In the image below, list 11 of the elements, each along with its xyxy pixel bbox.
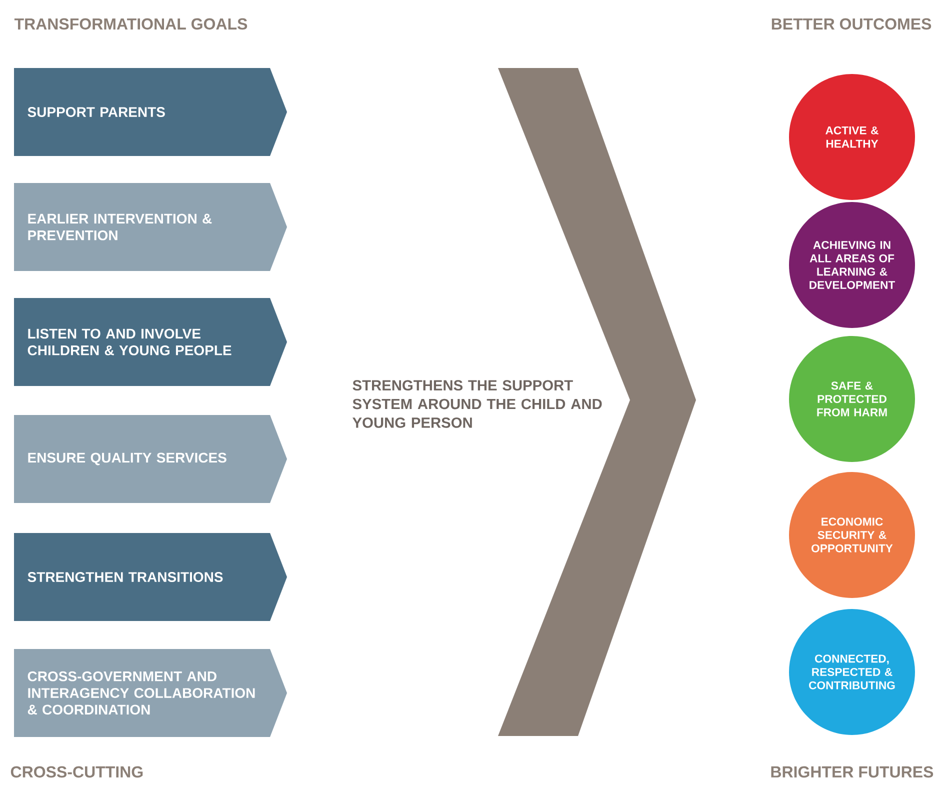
- goal-banner: LISTEN TO AND INVOLVE CHILDREN & YOUNG PEOPLE: [14, 298, 287, 386]
- goal-banner: SUPPORT PARENTS: [14, 68, 287, 156]
- heading: BETTER OUTCOMES: [772, 18, 932, 30]
- goal-banner: CROSS-GOVERNMENT AND INTERAGENCY COLLABORATION & COORDINATION: [14, 649, 287, 737]
- heading: BRIGHTER FUTURES: [771, 766, 934, 778]
- heading: CROSS-CUTTING: [10, 766, 143, 778]
- center-text: STRENGTHENS THE SUPPORT SYSTEM AROUND THE CHILD AND YOUNG PERSON: [352, 380, 602, 428]
- goal-banner: STRENGTHEN TRANSITIONS: [14, 533, 287, 621]
- goal-banner: EARLIER INTERVENTION & PREVENTION: [14, 183, 287, 271]
- heading: TRANSFORMATIONAL GOALS: [14, 18, 248, 30]
- goal-banner: ENSURE QUALITY SERVICES: [14, 415, 287, 503]
